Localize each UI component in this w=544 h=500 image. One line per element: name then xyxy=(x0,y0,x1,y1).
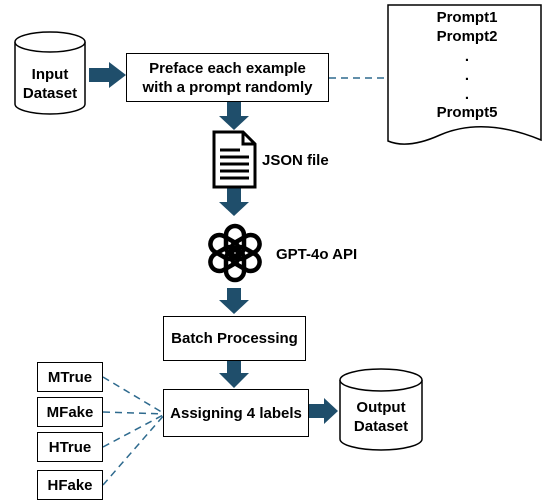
arrow-input-to-preface xyxy=(89,62,126,88)
json-file-icon xyxy=(212,130,257,189)
arrow-assign-to-output xyxy=(309,398,338,424)
output-dataset-cylinder xyxy=(339,368,423,451)
label-box-hfake: HFake xyxy=(37,470,103,500)
gpt-api-label: GPT-4o API xyxy=(276,246,358,263)
output-dataset-line1: Output xyxy=(356,399,406,416)
prompt-item: Prompt2 xyxy=(436,28,498,45)
label-box-mtrue: MTrue xyxy=(37,362,103,392)
preface-line2: with a prompt randomly xyxy=(142,78,313,96)
input-dataset-cylinder xyxy=(14,31,86,115)
output-dataset-label: Output Dataset xyxy=(340,398,422,436)
json-file-label: JSON file xyxy=(262,152,329,169)
prompt-item-ellipsis: . xyxy=(464,67,470,84)
output-dataset-line2: Dataset xyxy=(353,418,409,435)
prompt-item: Prompt1 xyxy=(436,9,498,26)
label-box-htrue: HTrue xyxy=(37,432,103,462)
flow-arrows xyxy=(89,62,338,424)
arrow-json-to-gpt xyxy=(219,188,249,216)
assigning-labels-box: Assigning 4 labels xyxy=(163,389,309,437)
preface-line1: Preface each example xyxy=(149,59,306,77)
input-dataset-line1: Input xyxy=(31,66,69,83)
prompt-item-ellipsis: . xyxy=(464,48,470,65)
label-box-mfake: MFake xyxy=(37,397,103,427)
input-dataset-label: Input Dataset xyxy=(15,65,85,103)
prompt-document-shape xyxy=(387,4,542,145)
openai-logo-icon xyxy=(208,223,262,283)
dashed-connectors-labels xyxy=(102,376,166,486)
prompt-item-ellipsis: . xyxy=(464,86,470,103)
arrow-batch-to-assign xyxy=(219,360,249,388)
arrow-preface-to-json xyxy=(219,102,249,130)
preface-box: Preface each example with a prompt rando… xyxy=(126,53,329,102)
prompt-list: Prompt1 Prompt2 . . . Prompt5 xyxy=(387,8,544,128)
arrow-gpt-to-batch xyxy=(219,288,249,314)
prompt-item: Prompt5 xyxy=(436,104,498,121)
batch-processing-box: Batch Processing xyxy=(163,316,306,361)
input-dataset-line2: Dataset xyxy=(22,85,78,102)
